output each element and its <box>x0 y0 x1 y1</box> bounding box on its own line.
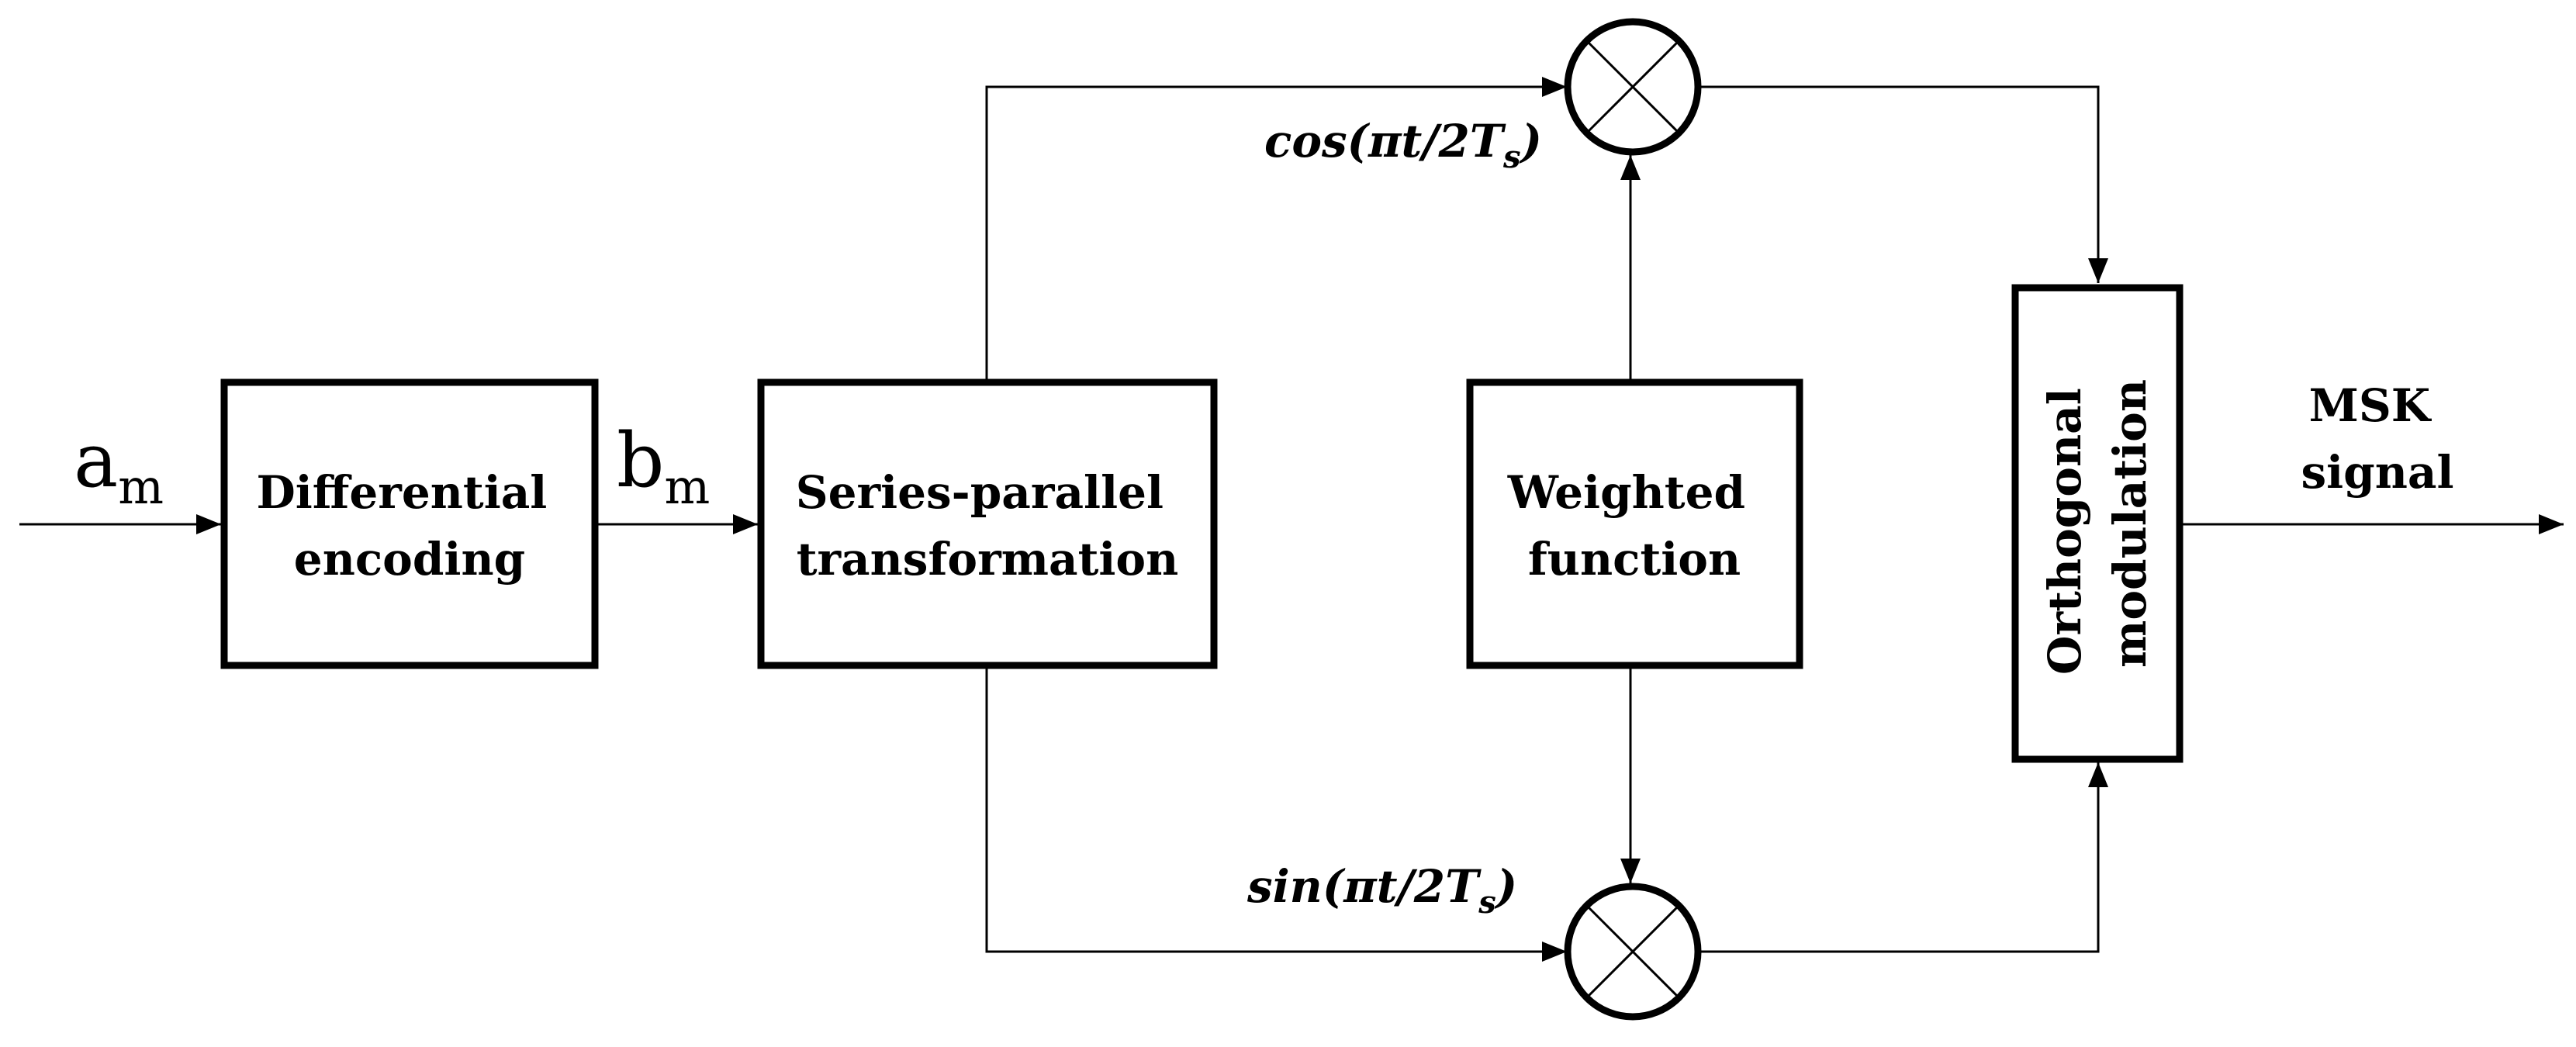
series-parallel-label: Series-parallel transformation <box>796 466 1179 586</box>
lower-multiplier <box>1564 883 1702 1021</box>
sin-carrier-label: sin(πt/2Ts) <box>1247 860 1517 921</box>
cos-carrier-label: cos(πt/2Ts) <box>1264 115 1542 175</box>
differential-encoding-block <box>220 378 599 669</box>
orthogonal-modulation-label: Orthogonal modulation <box>2038 372 2156 675</box>
lower-branch-wire <box>985 665 1567 962</box>
series-parallel-block <box>757 378 1218 669</box>
output-signal-label: MSK signal <box>2301 379 2453 499</box>
input-signal-label: am <box>74 417 164 515</box>
upper-multiplier <box>1564 18 1702 156</box>
upper-mixer-output-wire <box>1699 85 2108 283</box>
differential-encoding-label: Differential encoding <box>256 466 562 586</box>
orthogonal-modulation-block <box>2011 284 2184 763</box>
weighted-function-block <box>1466 378 1803 669</box>
weighted-function-label: Weighted function <box>1507 466 1762 586</box>
lower-mixer-output-wire <box>1699 762 2108 953</box>
upper-branch-wire <box>985 77 1567 380</box>
encoded-signal-label: bm <box>617 417 710 515</box>
